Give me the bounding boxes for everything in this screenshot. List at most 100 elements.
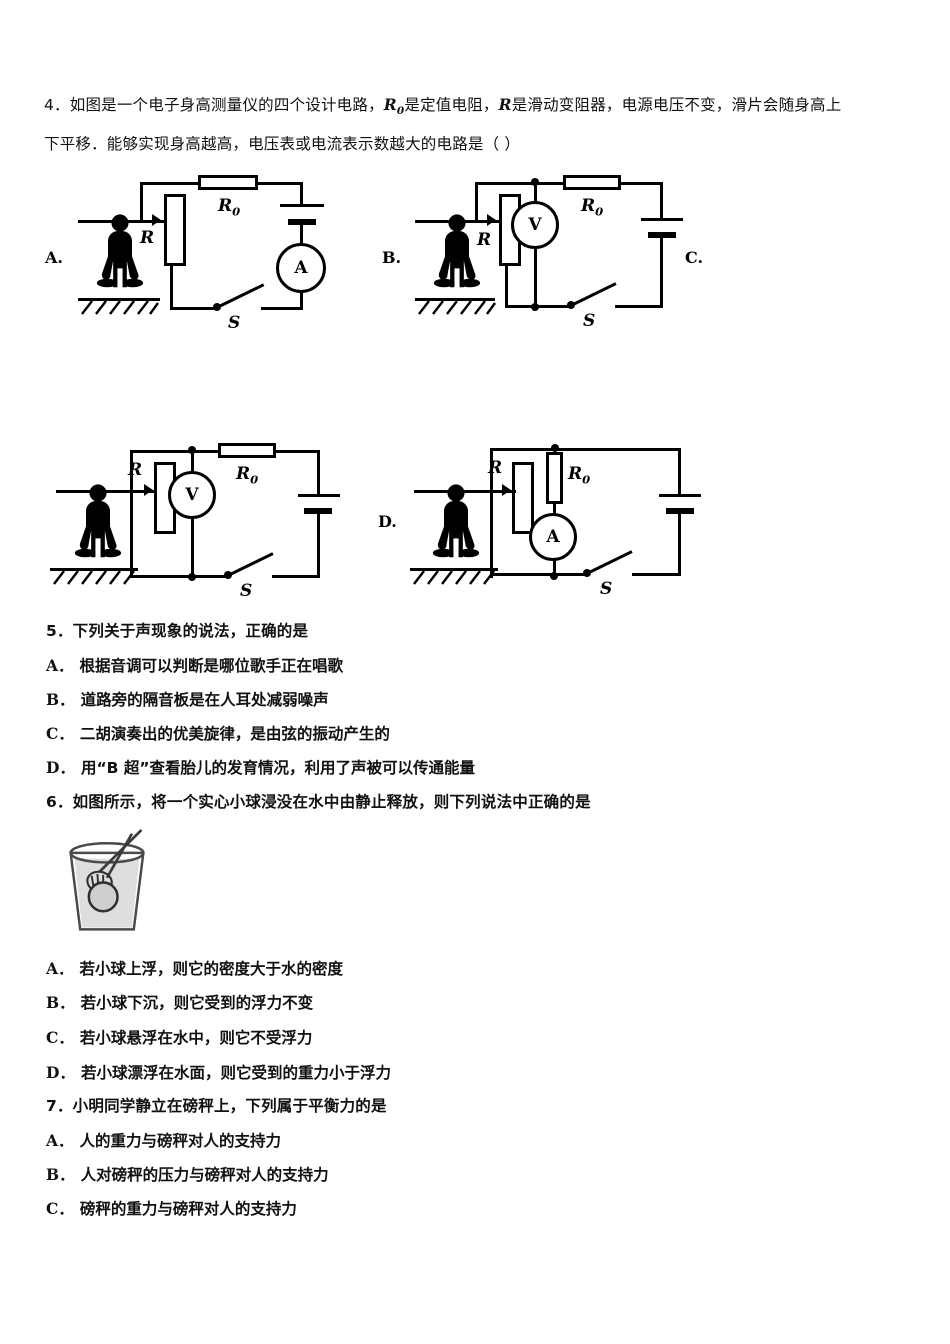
q4-stem-part-b: 是定值电阻， bbox=[404, 96, 499, 114]
question-5-option-a[interactable]: A．根据音调可以判断是哪位歌手正在唱歌 bbox=[46, 654, 343, 678]
circuit-c-battery-negative-plate bbox=[304, 508, 332, 514]
question-6-beaker-figure bbox=[69, 828, 145, 931]
circuit-d-ground-hatching bbox=[413, 570, 495, 585]
question-6-option-c[interactable]: C． 若小球悬浮在水中，则它不受浮力 bbox=[46, 1026, 312, 1050]
circuit-d-wire-top-right bbox=[553, 448, 681, 451]
question-5-option-d[interactable]: D．用“B 超”查看胎儿的发育情况，利用了声被可以传通能量 bbox=[46, 756, 475, 780]
circuit-a-wire-right-top bbox=[300, 182, 303, 204]
choice-letter-c[interactable]: C. bbox=[685, 248, 704, 267]
q6-option-c-text: 若小球悬浮在水中，则它不受浮力 bbox=[79, 1029, 313, 1047]
circuit-d-wire-right-top bbox=[678, 448, 681, 494]
q4-stem-part-c: 是滑动变阻器，电源电压不变，滑片会随身高上 bbox=[511, 96, 842, 114]
circuit-b-label-r0: R0 bbox=[581, 196, 604, 219]
question-4-stem-line1: 4．如图是一个电子身高测量仪的四个设计电路，R0是定值电阻，R是滑动变阻器，电源… bbox=[44, 93, 841, 120]
circuit-a-ground-line bbox=[78, 298, 160, 301]
circuit-b-switch-arm bbox=[570, 282, 617, 307]
question-7-option-c[interactable]: C．磅秤的重力与磅秤对人的支持力 bbox=[46, 1197, 297, 1221]
circuit-diagram-d: R R0 A S bbox=[410, 428, 701, 599]
circuit-d-ground-line bbox=[410, 568, 498, 571]
circuit-b-wire-top-right bbox=[619, 182, 663, 185]
q6-option-a-label: A． bbox=[46, 959, 74, 978]
circuit-c-wire-right-top bbox=[317, 450, 320, 494]
circuit-b-wire-top-left bbox=[475, 182, 535, 185]
circuit-b-wire-bottom-right bbox=[615, 305, 663, 308]
circuit-c-battery-positive-plate bbox=[298, 494, 340, 497]
circuit-b-wire-top-mid bbox=[534, 182, 564, 185]
q6-option-c-label: C． bbox=[46, 1028, 74, 1047]
circuit-a-ground-hatching bbox=[81, 300, 159, 315]
circuit-c-wire-vm-bottom bbox=[191, 518, 194, 578]
choice-letter-b[interactable]: B. bbox=[382, 248, 402, 267]
q5-option-b-label: B． bbox=[46, 690, 75, 709]
circuit-b-fixed-resistor bbox=[563, 175, 621, 190]
circuit-c-wire-top-left bbox=[130, 450, 192, 453]
circuit-b-battery-negative-plate bbox=[648, 232, 676, 238]
circuit-a-wire-batt-to-meter bbox=[300, 225, 303, 245]
circuit-b-voltmeter: V bbox=[511, 201, 559, 249]
q7-option-a-label: A． bbox=[46, 1131, 74, 1150]
question-7-option-a[interactable]: A． 人的重力与磅秤对人的支持力 bbox=[46, 1129, 281, 1153]
circuit-c-ground-line bbox=[50, 568, 138, 571]
circuit-d-wire-rheo-top-link bbox=[490, 490, 516, 493]
circuit-d-battery-positive-plate bbox=[659, 494, 701, 497]
q7-option-c-label: C． bbox=[46, 1199, 74, 1218]
q5-option-c-label: C． bbox=[46, 724, 74, 743]
circuit-d-ammeter: A bbox=[529, 513, 577, 561]
circuit-c-wire-top-right bbox=[274, 450, 320, 453]
circuit-d-node-bottom bbox=[550, 572, 558, 580]
question-7-option-b[interactable]: B． 人对磅秤的压力与磅秤对人的支持力 bbox=[46, 1163, 329, 1187]
circuit-b-person-silhouette bbox=[433, 214, 481, 288]
circuit-c-switch-arm bbox=[227, 552, 274, 577]
question-5-option-b[interactable]: B．道路旁的隔音板是在人耳处减弱噪声 bbox=[46, 688, 329, 712]
circuit-c-fixed-resistor bbox=[218, 443, 276, 458]
question-6-stem: 6．如图所示，将一个实心小球浸没在水中由静止释放，则下列说法中正确的是 bbox=[46, 793, 591, 811]
circuit-diagram-a: R R0 A S bbox=[78, 172, 368, 333]
circuit-b-label-r: R bbox=[477, 230, 492, 250]
circuit-a-rheostat bbox=[164, 194, 186, 266]
circuit-a-wire-rheo-top-link bbox=[140, 220, 166, 223]
q7-option-b-label: B． bbox=[46, 1165, 75, 1184]
circuit-a-label-s: S bbox=[228, 313, 241, 333]
q7-option-b-text: 人对磅秤的压力与磅秤对人的支持力 bbox=[80, 1166, 329, 1184]
question-7-stem: 7．小明同学静立在磅秤上，下列属于平衡力的是 bbox=[46, 1097, 387, 1115]
circuit-d-wire-bottom-left bbox=[490, 573, 588, 576]
choice-letter-a[interactable]: A. bbox=[45, 248, 63, 267]
circuit-a-wire-bottom-right bbox=[261, 307, 303, 310]
q4-symbol-r: R bbox=[498, 95, 512, 114]
circuit-d-wire-top-left bbox=[490, 448, 555, 451]
choice-letter-d[interactable]: D. bbox=[378, 512, 397, 531]
circuit-d-switch-arm bbox=[586, 550, 633, 575]
circuit-d-battery-negative-plate bbox=[666, 508, 694, 514]
circuit-d-label-r0: R0 bbox=[568, 464, 591, 487]
circuit-c-wire-top-mid bbox=[191, 450, 219, 453]
circuit-d-fixed-resistor bbox=[546, 452, 563, 504]
circuit-b-ground-hatching bbox=[418, 300, 496, 315]
question-6-option-a[interactable]: A．若小球上浮，则它的密度大于水的密度 bbox=[46, 957, 343, 981]
circuit-b-wire-vm-bottom bbox=[534, 248, 537, 308]
question-5-option-c[interactable]: C． 二胡演奏出的优美旋律，是由弦的振动产生的 bbox=[46, 722, 390, 746]
circuit-c-wire-vm-top bbox=[191, 450, 194, 472]
question-6-option-b[interactable]: B．若小球下沉，则它受到的浮力不变 bbox=[46, 991, 313, 1015]
q7-option-a-text: 人的重力与磅秤对人的支持力 bbox=[79, 1132, 282, 1150]
circuit-a-ammeter: A bbox=[276, 243, 326, 293]
circuit-b-wire-rheo-bottom bbox=[505, 264, 508, 308]
circuit-a-wire-left-vert bbox=[140, 182, 143, 222]
circuit-d-person-silhouette bbox=[432, 484, 480, 558]
q5-option-c-text: 二胡演奏出的优美旋律，是由弦的振动产生的 bbox=[79, 725, 390, 743]
question-6-option-d[interactable]: D．若小球漂浮在水面，则它受到的重力小于浮力 bbox=[46, 1061, 391, 1085]
circuit-c-ground-hatching bbox=[53, 570, 135, 585]
circuit-c-label-r0: R0 bbox=[236, 464, 259, 487]
circuit-c-voltmeter: V bbox=[168, 471, 216, 519]
q5-option-a-text: 根据音调可以判断是哪位歌手正在唱歌 bbox=[79, 657, 344, 675]
circuit-a-switch-arm bbox=[216, 283, 265, 309]
circuit-c-wire-rheo-top-link bbox=[130, 490, 156, 493]
circuit-a-wire-bottom-left bbox=[170, 307, 220, 310]
circuit-a-label-r0: R0 bbox=[218, 196, 241, 219]
circuit-d-wire-r0-to-meter bbox=[553, 502, 556, 514]
circuit-diagram-b: R V R0 S bbox=[415, 172, 695, 332]
circuit-c-wire-left-vert bbox=[130, 450, 133, 578]
q6-option-d-text: 若小球漂浮在水面，则它受到的重力小于浮力 bbox=[80, 1064, 391, 1082]
circuit-c-label-s: S bbox=[240, 581, 253, 601]
circuit-diagram-c: R V R0 S bbox=[48, 428, 340, 601]
